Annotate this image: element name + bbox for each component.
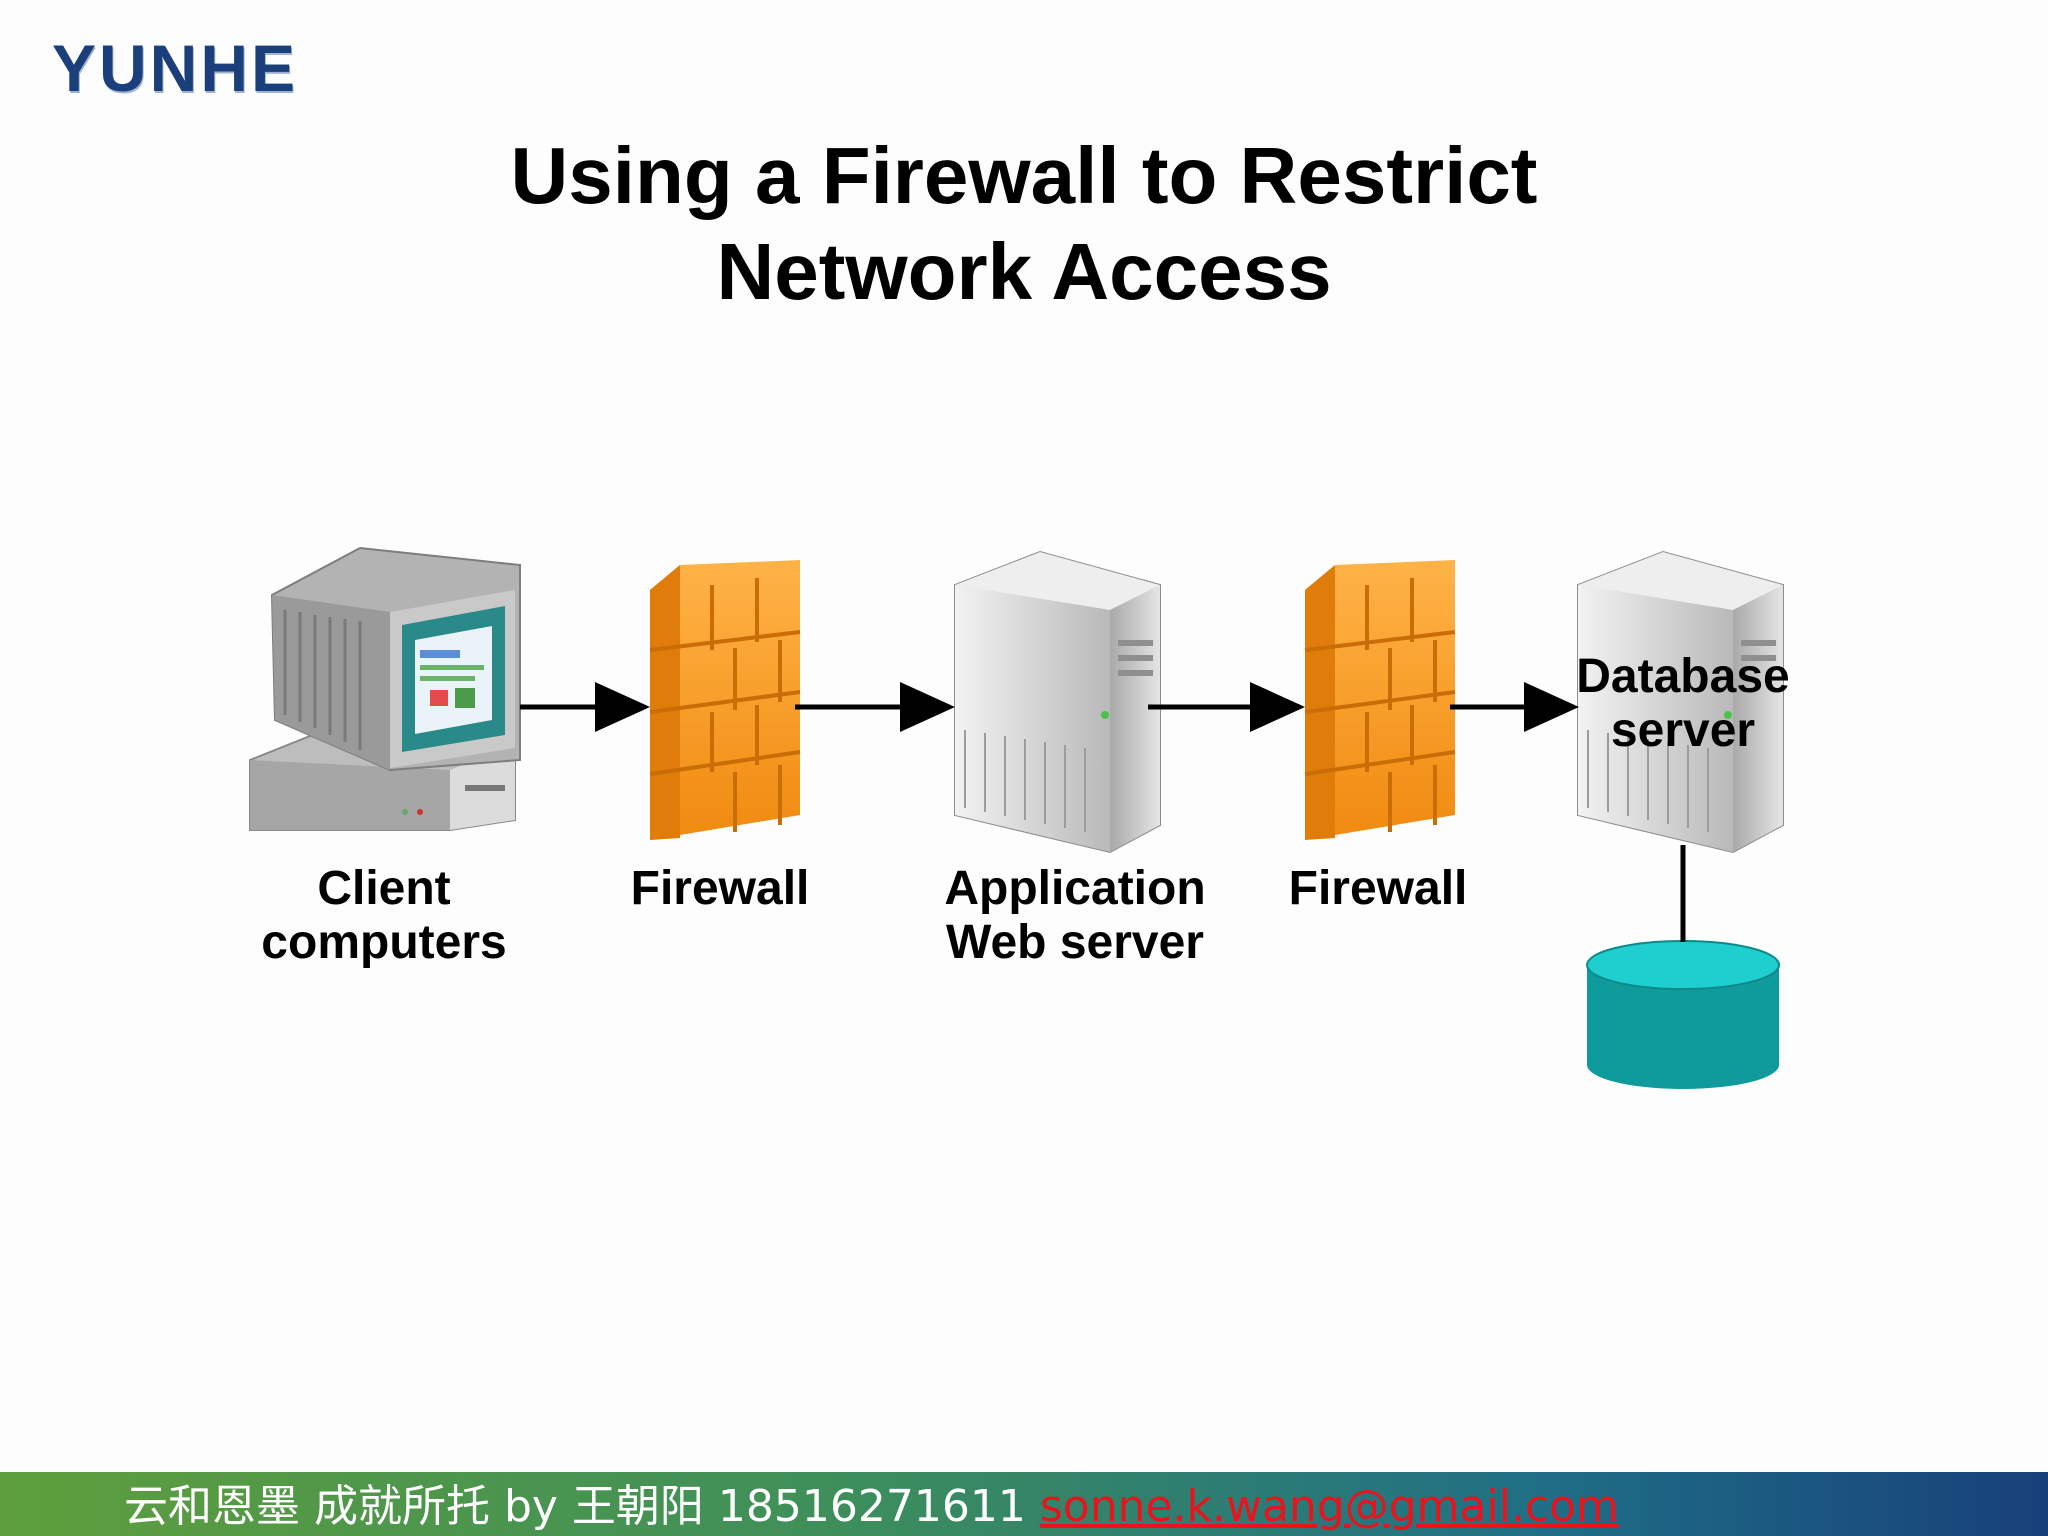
label-database-server: Database server <box>1576 650 1790 757</box>
label-firewall-2: Firewall <box>1288 862 1468 915</box>
slide-title: Using a Firewall to Restrict Network Acc… <box>0 128 2048 320</box>
title-line-2: Network Access <box>716 227 1332 316</box>
application-server-icon <box>954 550 1161 854</box>
client-computer-icon <box>249 546 521 831</box>
database-server-icon <box>1577 550 1784 854</box>
label-application-web-server: Application Web server <box>944 862 1206 969</box>
footer-credits: 云和恩墨 成就所托 by 王朝阳 18516271611 <box>124 1481 1040 1532</box>
database-cylinder-icon <box>1586 940 1780 1089</box>
yunhe-logo: YUNHE <box>52 31 299 105</box>
label-client-computers: Client computers <box>261 862 507 969</box>
footer-email-link[interactable]: sonne.k.wang@gmail.com <box>1039 1481 1619 1532</box>
footer-text: 云和恩墨 成就所托 by 王朝阳 18516271611 sonne.k.wan… <box>124 1482 1619 1532</box>
label-firewall-1: Firewall <box>630 862 810 915</box>
title-line-1: Using a Firewall to Restrict <box>510 131 1538 220</box>
footer-bar: 云和恩墨 成就所托 by 王朝阳 18516271611 sonne.k.wan… <box>0 1472 2048 1536</box>
network-diagram <box>249 546 1784 1089</box>
firewall-1-icon <box>649 560 801 840</box>
firewall-2-icon <box>1304 560 1456 840</box>
